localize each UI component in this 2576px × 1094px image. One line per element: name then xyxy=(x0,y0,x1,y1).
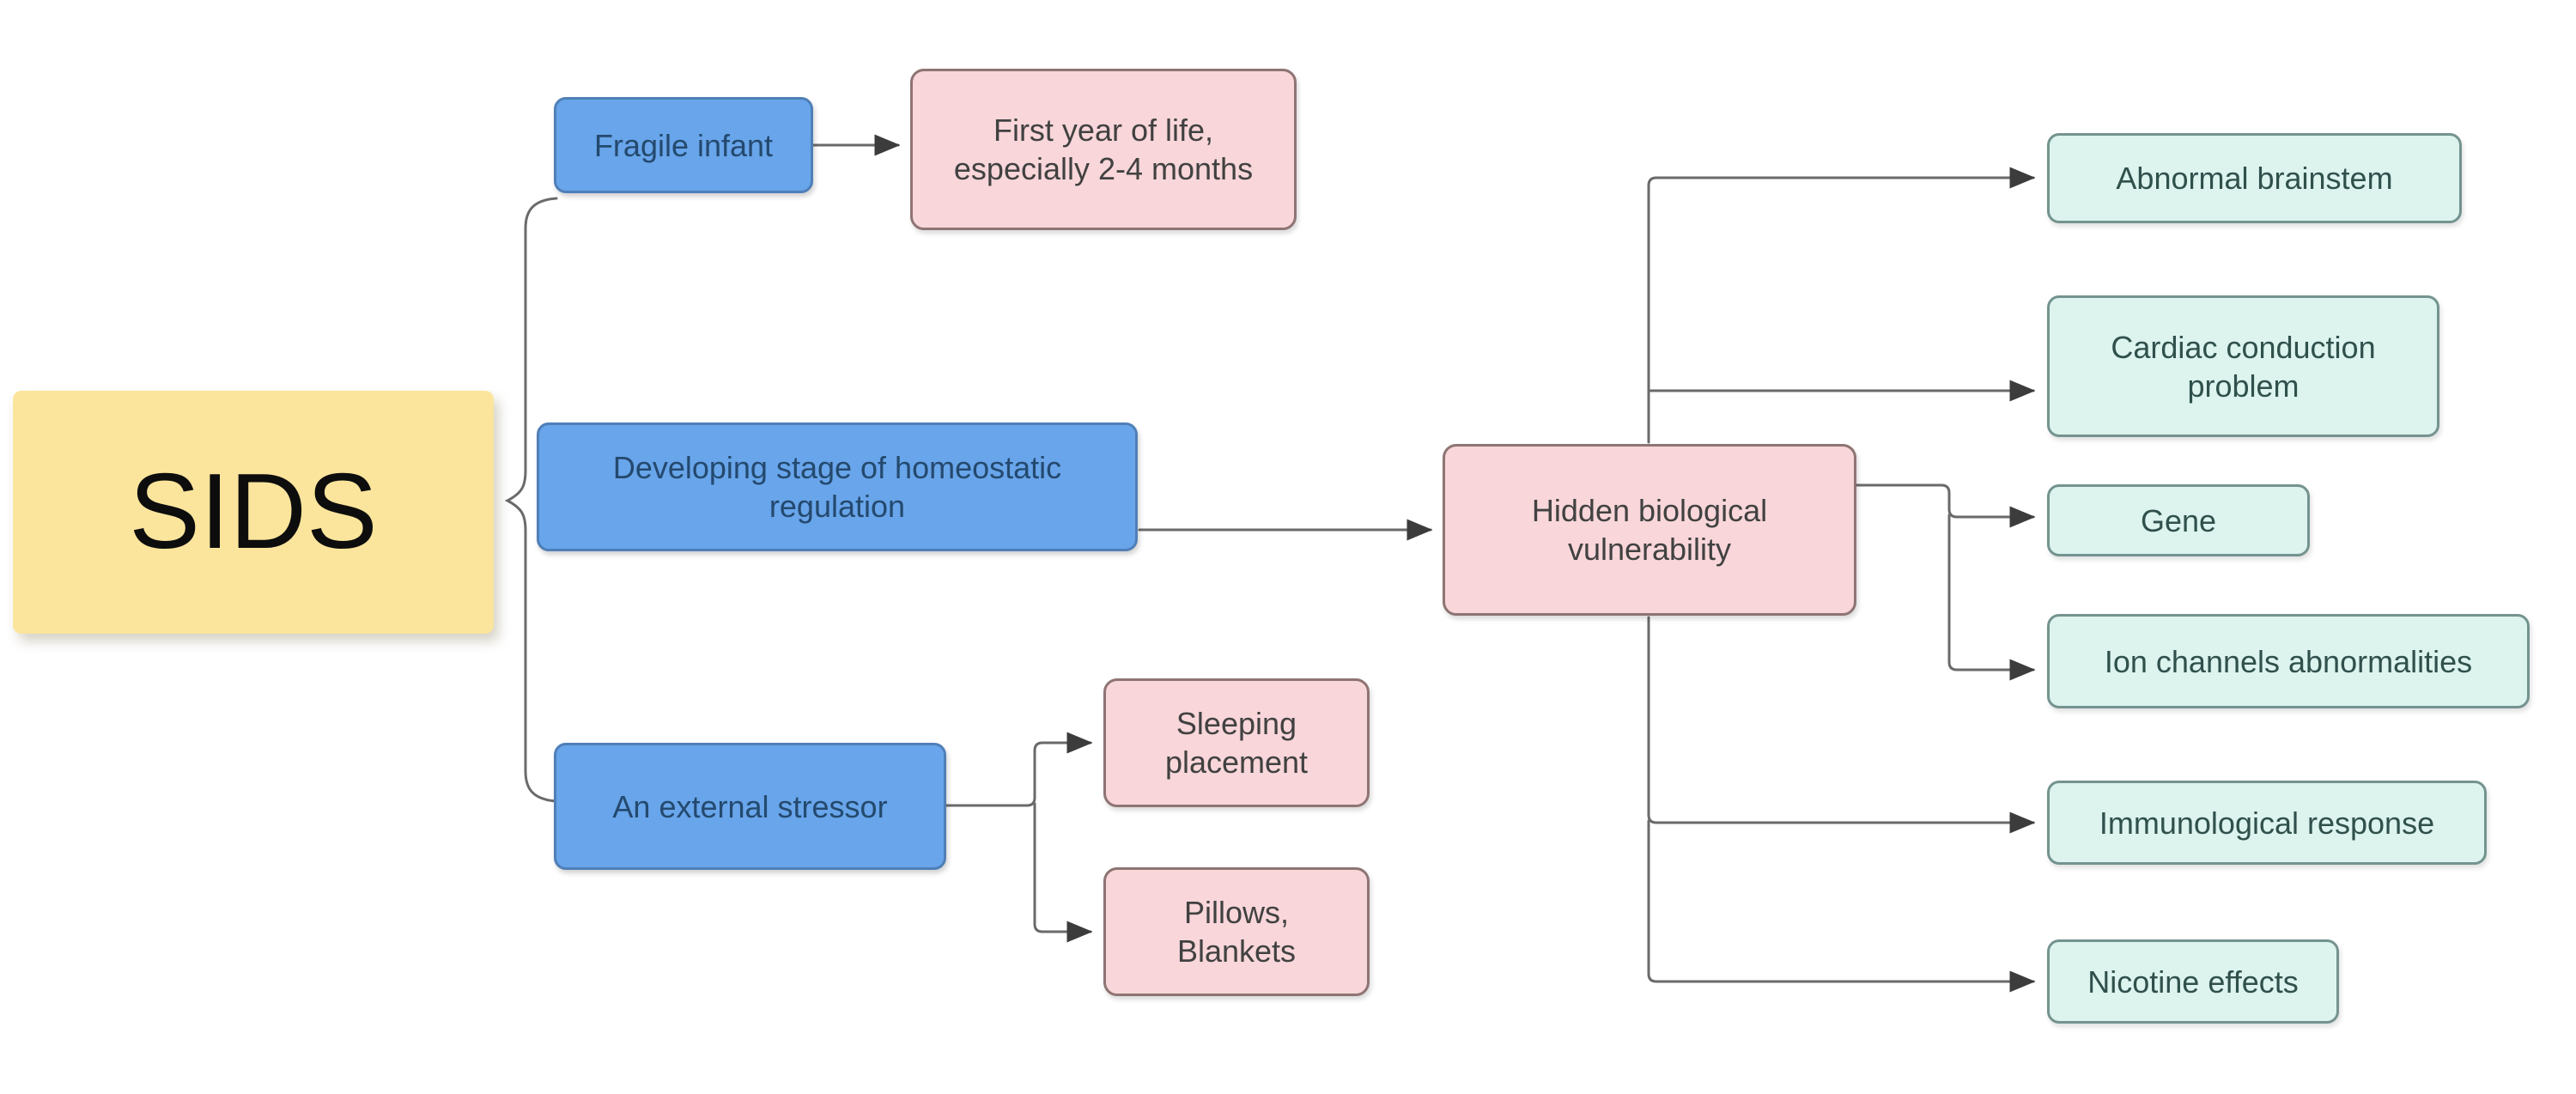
node-nicotine-effects: Nicotine effects xyxy=(2047,939,2339,1024)
node-sleeping-placement: Sleeping placement xyxy=(1103,678,1370,807)
node-gene: Gene xyxy=(2047,484,2310,556)
node-ion-channels-abnormalities: Ion channels abnormalities xyxy=(2047,614,2530,708)
node-developing-stage: Developing stage of homeostatic regulati… xyxy=(537,422,1138,551)
node-external-stressor: An external stressor xyxy=(554,743,946,870)
node-hidden-biological-vulnerability: Hidden biological vulnerability xyxy=(1443,444,1856,616)
node-sids-root: SIDS xyxy=(13,391,494,634)
connector-sids-brace xyxy=(504,197,558,803)
connector-hidden-to-nicotine xyxy=(1647,819,2036,993)
node-first-year-of-life: First year of life, especially 2-4 month… xyxy=(910,69,1297,230)
connector-hidden-to-ion xyxy=(1947,514,2036,681)
connector-hidden-to-gene xyxy=(1855,483,2036,528)
node-abnormal-brainstem: Abnormal brainstem xyxy=(2047,133,2462,223)
connector-hidden-to-brainstem xyxy=(1647,167,2036,444)
node-immunological-response: Immunological response xyxy=(2047,781,2487,865)
connector-stressor-to-pillows xyxy=(1033,802,1093,943)
connector-hidden-to-immuno xyxy=(1647,616,2036,834)
node-cardiac-conduction-problem: Cardiac conduction problem xyxy=(2047,295,2439,437)
node-pillows-blankets: Pillows, Blankets xyxy=(1103,867,1370,996)
node-fragile-infant: Fragile infant xyxy=(554,97,813,193)
connector-stressor-to-sleeping xyxy=(945,732,1093,807)
